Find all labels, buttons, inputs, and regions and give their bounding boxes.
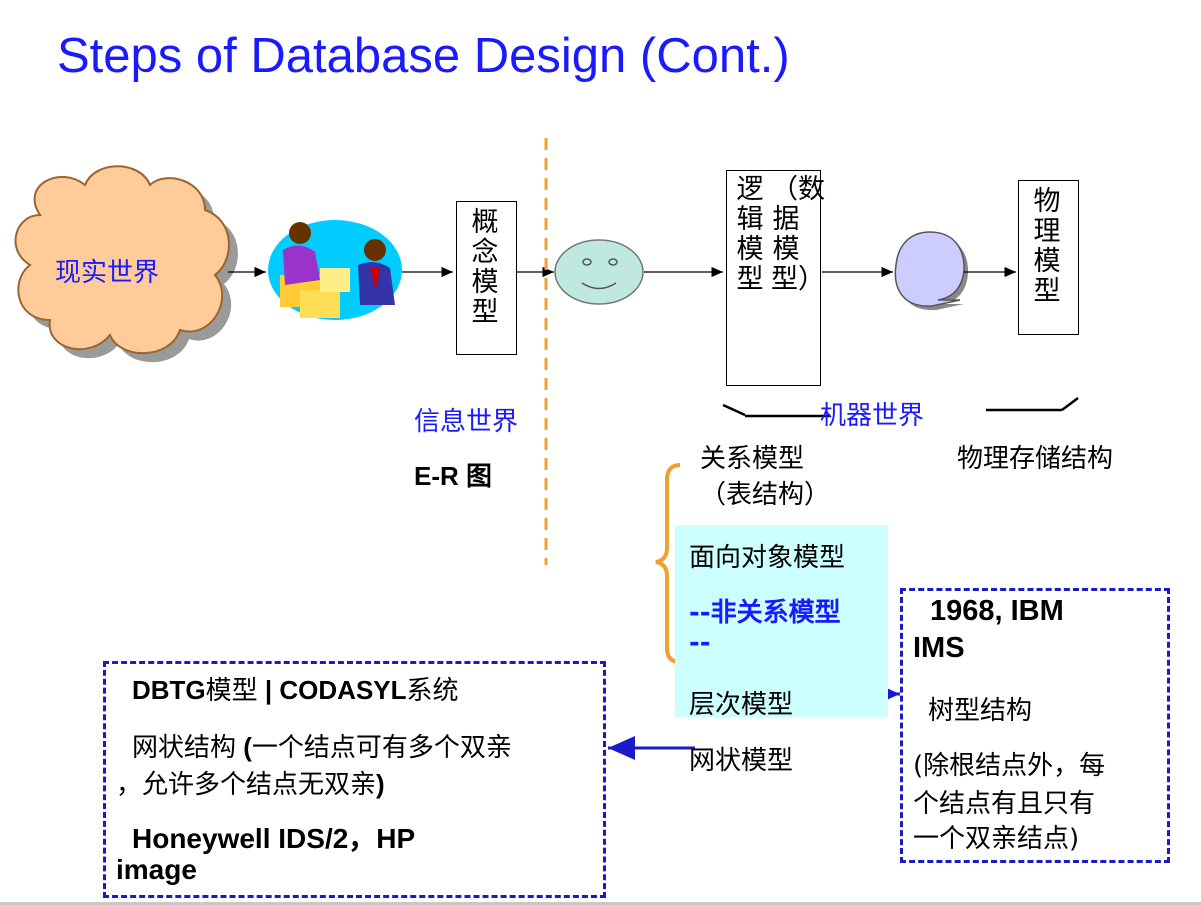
model-text: 模型 (205, 676, 258, 706)
paren-open-text: ( (236, 732, 252, 762)
dbtg-line: DBTG模型 | CODASYL系统 (132, 670, 459, 707)
info-world-label: 信息世界 (414, 407, 519, 437)
network-desc2-text: ，允许多个结点无双亲 (116, 770, 377, 800)
tree-structure-label: 树型结构 (928, 696, 1033, 726)
network-desc2-line: ，允许多个结点无双亲) (116, 764, 385, 801)
machine-world-bracket (722, 397, 1079, 418)
table-structure-label: （表结构） (700, 480, 831, 510)
vendor-line1: Honeywell IDS/2，HP (132, 823, 416, 854)
ibm-year-label: 1968, IBM (930, 595, 1064, 627)
smiley-face-icon (554, 239, 644, 305)
paren-close-text: ) (376, 769, 385, 799)
vendor-line2: image (116, 854, 197, 885)
non-relational-end-label: -- (689, 628, 711, 658)
data-model-label: （数据模型） (771, 174, 825, 295)
cloud-shape (14, 165, 238, 363)
physical-model-box: 物理模型 (1018, 180, 1079, 335)
relational-model-label: 关系模型 (700, 444, 805, 474)
network-desc1-text: 一个结点可有多个双亲 (251, 733, 512, 763)
people-clipart (268, 220, 402, 320)
physical-storage-label: 物理存储结构 (957, 444, 1114, 474)
tree-desc-line2: 个结点有且只有 (913, 789, 1096, 819)
network-structure-line: 网状结构 (一个结点可有多个双亲 (132, 727, 512, 764)
hierarchical-model-label: 层次模型 (689, 690, 794, 720)
slide-bottom-border (0, 902, 1201, 905)
codasyl-text: | CODASYL (257, 675, 407, 705)
slide-title: Steps of Database Design (Cont.) (57, 29, 790, 83)
model-brace (655, 463, 681, 664)
physical-model-label: 物理模型 (1033, 186, 1061, 307)
logical-model-box: 逻辑模型 （数据模型） (726, 170, 825, 386)
real-world-label: 现实世界 (55, 258, 160, 288)
non-relational-label: --非关系模型 (689, 598, 841, 628)
conceptual-model-box: 概念模型 (456, 201, 517, 355)
ims-label: IMS (913, 632, 965, 664)
tree-desc-line3: 一个双亲结点) (913, 824, 1080, 854)
oo-model-label: 面向对象模型 (689, 543, 846, 573)
network-structure-text: 网状结构 (132, 733, 237, 763)
hierarchical-details-box (900, 588, 1170, 863)
logical-model-label: 逻辑模型 (736, 174, 764, 295)
dbtg-text: DBTG (132, 675, 206, 705)
conceptual-model-label: 概念模型 (471, 207, 499, 328)
network-details-box (103, 661, 606, 898)
model-list-highlight (675, 525, 888, 717)
tree-desc-line1: (除根结点外，每 (913, 751, 1106, 781)
er-diagram-label: E-R 图 (414, 461, 493, 491)
network-model-label: 网状模型 (689, 746, 794, 776)
speech-bubble-icon (894, 231, 969, 311)
system-text: 系统 (406, 676, 459, 706)
machine-world-label: 机器世界 (820, 401, 925, 431)
